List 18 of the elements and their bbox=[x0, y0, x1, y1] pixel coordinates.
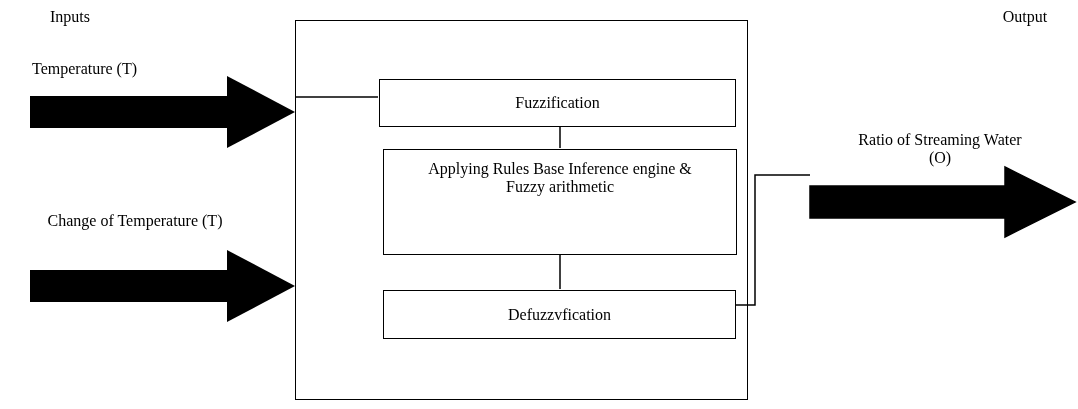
edge-label: Ratio of Streaming Water (O) bbox=[857, 131, 1023, 167]
connector-line bbox=[294, 96, 379, 98]
block-arrow bbox=[734, 165, 1077, 306]
edge-label: Change of Temperature (T) bbox=[46, 212, 224, 230]
box-label: Fuzzification bbox=[515, 94, 600, 112]
box-label: Defuzzvfication bbox=[507, 305, 612, 324]
box-label: Applying Rules Base Inference engine & Fuzzy arithmetic bbox=[427, 160, 693, 196]
process-box bbox=[383, 290, 736, 339]
section-heading: Inputs bbox=[49, 8, 91, 26]
connector-line bbox=[559, 253, 561, 290]
process-box bbox=[379, 79, 736, 127]
block-arrow bbox=[30, 76, 295, 148]
block-arrow bbox=[30, 250, 295, 322]
process-box bbox=[383, 149, 737, 255]
system-box bbox=[295, 20, 748, 400]
connector-line bbox=[559, 125, 561, 149]
section-heading: Output bbox=[1001, 8, 1049, 26]
edge-label: Temperature (T) bbox=[32, 60, 139, 78]
